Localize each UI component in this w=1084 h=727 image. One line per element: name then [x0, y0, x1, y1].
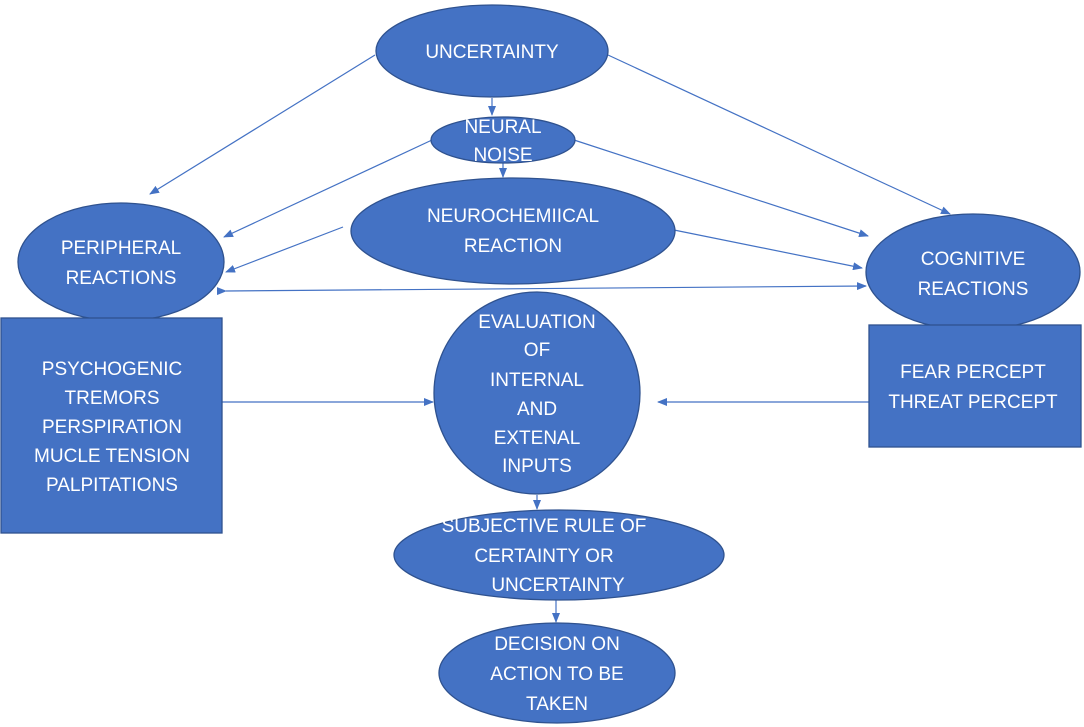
- node-subjective-line-1: SUBJECTIVE RULE OF: [442, 516, 647, 537]
- box-cognitive-percepts: FEAR PERCEPT THREAT PERCEPT: [868, 324, 1082, 448]
- node-neural-noise: NEURAL NOISE: [430, 116, 576, 166]
- node-subjective-line-3: UNCERTAINTY: [491, 575, 625, 596]
- arrow-uncertainty-to-cognitive: [607, 54, 951, 215]
- node-evaluation-line-2: OF: [524, 340, 550, 361]
- arrow-neurochemical-to-peripheral: [225, 226, 344, 273]
- box-peripheral-line-2: TREMORS: [65, 388, 160, 409]
- box-peripheral-line-4: MUCLE TENSION: [34, 446, 190, 467]
- node-peripheral-line-1: PERIPHERAL: [61, 238, 181, 259]
- box-peripheral-symptoms: PSYCHOGENIC TREMORS PERSPIRATION MUCLE T…: [0, 317, 223, 534]
- node-evaluation-line-6: INPUTS: [502, 456, 572, 477]
- box-cognitive-line-1: FEAR PERCEPT: [900, 362, 1046, 383]
- node-peripheral-reactions: PERIPHERAL REACTIONS: [17, 202, 225, 322]
- node-cognitive-reactions: COGNITIVE REACTIONS: [865, 213, 1081, 331]
- node-neurochemical-line-1: NEUROCHEMIICAL: [427, 206, 599, 227]
- box-peripheral-line-5: PALPITATIONS: [46, 475, 178, 496]
- node-evaluation: EVALUATION OF INTERNAL AND EXTENAL INPUT…: [433, 291, 641, 495]
- arrow-neural-noise-to-cognitive: [573, 139, 869, 238]
- box-cognitive-line-2: THREAT PERCEPT: [888, 392, 1058, 413]
- node-subjective-line-2: CERTAINTY OR: [474, 546, 613, 567]
- node-subjective-rule: SUBJECTIVE RULE OF CERTAINTY OR UNCERTAI…: [393, 509, 725, 601]
- node-decision-line-3: TAKEN: [526, 694, 588, 715]
- arrow-peripheral-cognitive-bidirectional: [216, 282, 867, 296]
- node-cognitive-line-2: REACTIONS: [918, 279, 1029, 300]
- box-peripheral-line-3: PERSPIRATION: [42, 417, 182, 438]
- node-evaluation-line-3: INTERNAL: [490, 370, 584, 391]
- node-decision-line-2: ACTION TO BE: [490, 664, 623, 685]
- node-evaluation-line-4: AND: [517, 399, 557, 420]
- node-neurochemical-line-2: REACTION: [464, 236, 562, 257]
- node-decision-line-1: DECISION ON: [494, 634, 620, 655]
- node-evaluation-line-5: EXTENAL: [494, 428, 581, 449]
- node-cognitive-line-1: COGNITIVE: [921, 249, 1026, 270]
- node-decision: DECISION ON ACTION TO BE TAKEN: [438, 622, 676, 724]
- node-uncertainty: UNCERTAINTY: [375, 4, 609, 98]
- node-neural-noise-line-2: NOISE: [473, 145, 532, 166]
- node-neurochemical-reaction: NEUROCHEMIICAL REACTION: [350, 177, 676, 285]
- arrow-uncertainty-to-peripheral: [149, 54, 376, 195]
- node-uncertainty-label: UNCERTAINTY: [425, 42, 559, 63]
- arrow-neural-noise-to-peripheral: [223, 139, 433, 238]
- node-neural-noise-line-1: NEURAL: [464, 117, 541, 138]
- node-evaluation-line-1: EVALUATION: [478, 312, 596, 333]
- connectors: [149, 54, 951, 623]
- node-peripheral-line-2: REACTIONS: [66, 268, 177, 289]
- arrow-neurochemical-to-cognitive: [673, 229, 863, 271]
- box-peripheral-line-1: PSYCHOGENIC: [42, 359, 182, 380]
